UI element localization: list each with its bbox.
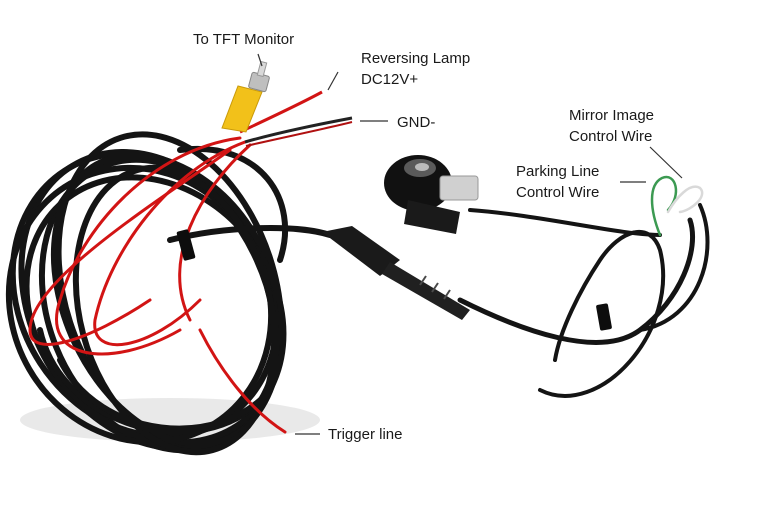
label-trigger-line: Trigger line [328,426,403,443]
rca-plug [221,60,270,133]
label-parking-line-line2: Control Wire [516,184,600,201]
reversing-lamp-wire [239,90,323,134]
label-reversing-lamp-line2: DC12V+ [361,71,419,88]
label-parking-line-line1: Parking Line [516,163,600,180]
label-mirror-image-line2: Control Wire [569,128,653,145]
label-reversing-lamp-line1: Reversing Lamp [361,50,471,67]
label-reversing-lamp: Reversing Lamp DC12V+ [361,48,470,90]
cable-tie [596,303,612,331]
cable-tie [176,229,196,261]
label-tft-monitor: To TFT Monitor [193,31,295,48]
label-mirror-image-control-wire: Mirror Image Control Wire [569,105,654,147]
label-parking-line-control-wire: Parking Line Control Wire [516,161,599,203]
red-wire-coil [28,136,287,434]
gnd-wire [244,116,353,144]
callout-lines [257,53,683,435]
main-camera-cable [167,203,710,398]
gnd-wire-red-strip [245,121,353,147]
label-mirror-image-line1: Mirror Image [569,107,655,124]
label-gnd: GND- [397,114,436,131]
camera-head [384,155,479,234]
control-wires [650,175,704,237]
cable-connector [322,226,470,320]
